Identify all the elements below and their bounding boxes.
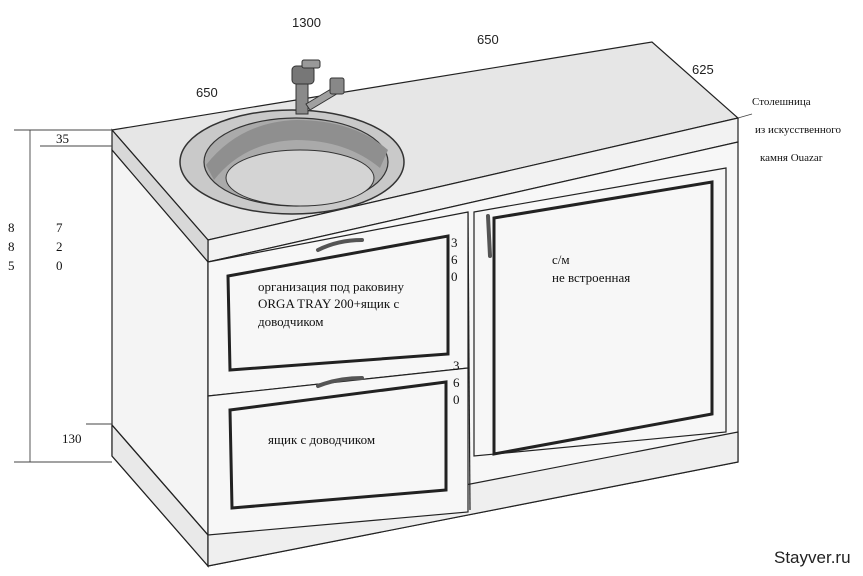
- dim-top-drawer-digit-3: 0: [451, 269, 458, 284]
- watermark: Stayver.ru: [774, 548, 851, 567]
- dim-countertop-thickness: 35: [56, 131, 69, 146]
- countertop-note-line-2: из искусственного: [755, 124, 842, 136]
- bottom-drawer-handle[interactable]: [316, 376, 364, 388]
- dim-bottom-drawer-digit-3: 0: [453, 392, 460, 407]
- dim-body-height-digit-1: 7: [56, 220, 63, 235]
- sink-bowl-inner-wall: [206, 120, 388, 180]
- top-drawer[interactable]: [207, 211, 469, 397]
- right-door-panel: [492, 180, 714, 456]
- bottom-drawer-panel: [228, 380, 448, 510]
- faucet-icon: [291, 59, 345, 115]
- dim-depth: 625: [692, 62, 714, 77]
- dim-total-width: 1300: [292, 15, 321, 30]
- dim-bottom-drawer-digit-2: 6: [453, 375, 460, 390]
- dim-body-height-digit-2: 2: [56, 239, 63, 254]
- dim-total-height-digit-2: 8: [8, 239, 15, 254]
- bottom-drawer-label: ящик с доводчиком: [268, 432, 375, 447]
- sink-bottom: [225, 149, 375, 207]
- top-drawer-handle[interactable]: [316, 238, 364, 252]
- plinth-line-side: [111, 424, 209, 536]
- top-drawer-label-line-1: организация под раковину: [258, 279, 404, 294]
- top-drawer-label-line-2: ORGA TRAY 200+ящик с: [258, 296, 399, 311]
- dim-top-drawer-digit-2: 6: [451, 252, 458, 267]
- dim-body-height-digit-3: 0: [56, 258, 63, 273]
- dimension-lines: [14, 113, 753, 463]
- bottom-drawer[interactable]: [207, 367, 469, 536]
- door-label-line-2: не встроенная: [552, 270, 630, 285]
- dim-total-height-digit-1: 8: [8, 220, 15, 235]
- sink: [179, 109, 405, 215]
- countertop-note-line-1: Столешница: [752, 96, 811, 108]
- dim-sink-width: 650: [196, 85, 218, 100]
- dim-top-drawer-digit-1: 3: [451, 235, 458, 250]
- dim-bottom-drawer-digit-1: 3: [453, 358, 460, 373]
- top-drawer-panel: [226, 234, 450, 372]
- dim-right-width: 650: [477, 32, 499, 47]
- door-handle[interactable]: [486, 214, 492, 258]
- countertop-note-line-3: камня Ouazar: [760, 152, 823, 164]
- countertop-note-leader: [737, 113, 753, 119]
- dim-plinth-height: 130: [62, 431, 82, 446]
- door-label-line-1: с/м: [552, 252, 570, 267]
- top-drawer-label-line-3: доводчиком: [258, 314, 324, 329]
- dim-total-height-digit-3: 5: [8, 258, 15, 273]
- right-door[interactable]: [473, 167, 727, 457]
- cabinet-front-plinth: [207, 431, 739, 567]
